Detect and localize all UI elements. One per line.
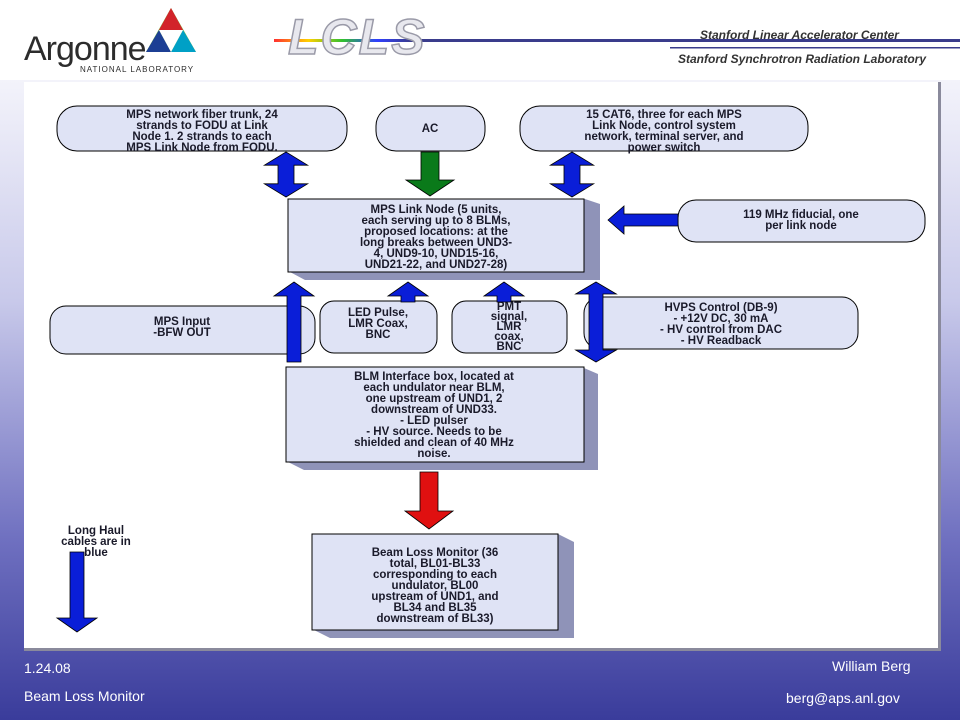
argonne-triangle-icon (146, 8, 196, 52)
hvps-text: HVPS Control (DB-9)- +12V DC, 30 mA- HV … (660, 302, 782, 347)
mps-input-node: MPS Input-BFW OUT (49, 305, 316, 355)
link-node-text: MPS Link Node (5 units,each serving up t… (360, 204, 512, 271)
footer-email: berg@aps.anl.gov (786, 690, 900, 706)
arrow-blm-link-1 (272, 281, 316, 363)
slac-label: Stanford Linear Accelerator Center (700, 28, 899, 42)
lcls-logo: LCLS (287, 8, 427, 66)
ac-node: AC (375, 105, 486, 152)
header: Argonne NATIONAL LABORATORY LCLS Stanfor… (0, 0, 960, 80)
argonne-logo-subtitle: NATIONAL LABORATORY (80, 65, 195, 74)
arrow-blm-link-3 (482, 281, 526, 303)
arrow-fiber-link (262, 151, 310, 198)
led-text: LED Pulse,LMR Coax,BNC (348, 307, 408, 341)
ssrl-label: Stanford Synchrotron Radiation Laborator… (678, 52, 927, 66)
ac-text: AC (422, 123, 439, 135)
arrow-fiducial-link (607, 205, 679, 235)
footer-author: William Berg (832, 658, 911, 674)
footer-date: 1.24.08 (24, 660, 71, 676)
footer-title: Beam Loss Monitor (24, 688, 145, 704)
arrow-hvps-link (574, 281, 618, 363)
argonne-logo-text: Argonne (24, 30, 147, 68)
arrow-legend (55, 551, 99, 633)
arrow-ac-link (404, 151, 456, 197)
led-node: LED Pulse,LMR Coax,BNC (319, 300, 438, 354)
header-divider (670, 47, 960, 49)
arrow-blm-monitor (403, 471, 455, 530)
rainbow-line (274, 39, 960, 42)
hvps-node: HVPS Control (DB-9)- +12V DC, 30 mA- HV … (583, 296, 859, 350)
arrow-blm-link-2 (386, 281, 430, 303)
link-node: MPS Link Node (5 units,each serving up t… (287, 198, 600, 280)
mps-input-text: MPS Input-BFW OUT (153, 316, 210, 339)
arrow-cat6-link (548, 151, 596, 198)
